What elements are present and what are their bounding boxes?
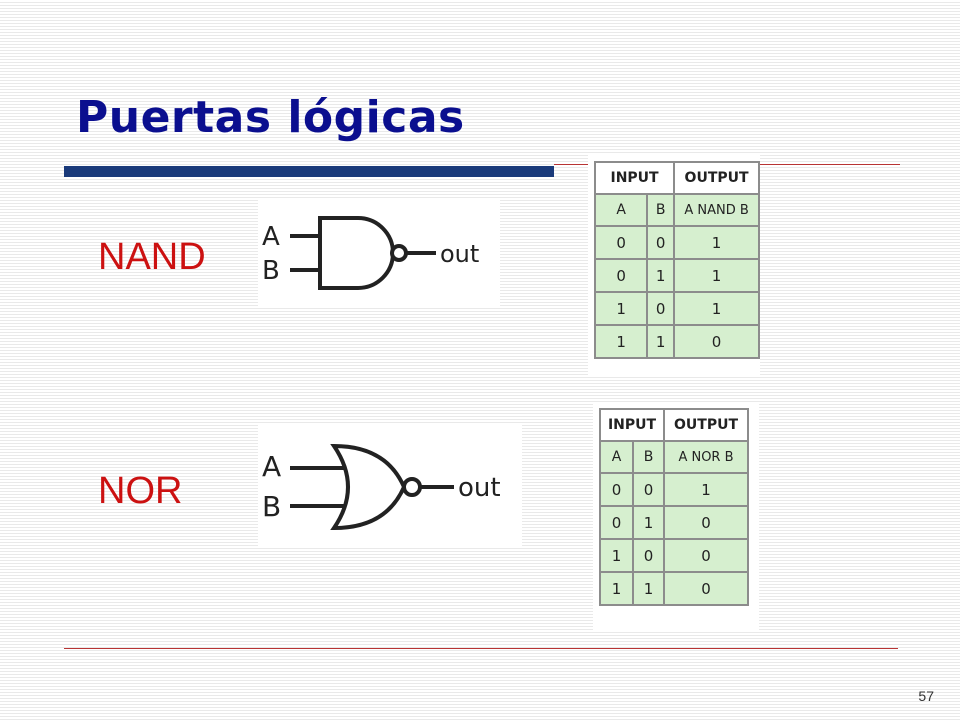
nand-row: 0 0 1 — [593, 225, 760, 260]
nand-row: 1 1 0 — [593, 324, 760, 359]
nor-row: 0 1 0 — [599, 505, 749, 540]
footer-rule — [64, 648, 898, 649]
nand-gate-input-a: A — [262, 222, 280, 252]
nand-col-result: A NAND B — [673, 193, 760, 227]
nor-row: 1 1 0 — [599, 571, 749, 606]
nand-truth-table: INPUT OUTPUT A B A NAND B 0 0 1 0 1 1 1 … — [593, 161, 760, 359]
nand-col-a: A — [593, 193, 649, 227]
nor-cell: 1 — [599, 571, 634, 606]
nand-gate-symbol — [318, 216, 395, 290]
nand-row: 1 0 1 — [593, 291, 760, 326]
nand-cell: 1 — [673, 291, 760, 326]
nand-gate-output: out — [440, 240, 479, 268]
nand-header-input: INPUT — [593, 161, 676, 195]
nand-cell: 0 — [646, 291, 676, 326]
nand-cell: 1 — [593, 324, 649, 359]
nor-row: 1 0 0 — [599, 538, 749, 573]
nand-cell: 0 — [593, 258, 649, 293]
nand-header-output: OUTPUT — [673, 161, 760, 195]
nor-cell: 1 — [663, 472, 749, 507]
nor-cell: 0 — [663, 538, 749, 573]
nand-cell: 1 — [673, 225, 760, 260]
nand-cell: 1 — [673, 258, 760, 293]
nor-gate-input-b: B — [262, 490, 281, 523]
nand-cell: 0 — [673, 324, 760, 359]
nor-cell: 0 — [663, 505, 749, 540]
nor-header-output: OUTPUT — [663, 408, 749, 442]
nor-truth-table-panel: INPUT OUTPUT A B A NOR B 0 0 1 0 1 0 1 0… — [593, 402, 759, 630]
nand-gate-diagram: A B out — [258, 200, 500, 308]
nand-truth-table-panel: INPUT OUTPUT A B A NAND B 0 0 1 0 1 1 1 … — [588, 155, 760, 377]
nand-row: 0 1 1 — [593, 258, 760, 293]
nor-gate-input-a: A — [262, 450, 281, 483]
title-underline-bar — [64, 166, 554, 177]
nor-gate-symbol — [330, 443, 407, 531]
nand-cell: 1 — [646, 258, 676, 293]
nand-col-b: B — [646, 193, 676, 227]
nor-cell: 0 — [599, 472, 634, 507]
nand-cell: 1 — [646, 324, 676, 359]
nor-col-a: A — [599, 440, 634, 474]
nor-header-input: INPUT — [599, 408, 665, 442]
slide-title: Puertas lógicas — [76, 92, 465, 143]
nor-col-b: B — [632, 440, 665, 474]
nor-gate-diagram: A B out — [258, 424, 522, 548]
nor-row: 0 0 1 — [599, 472, 749, 507]
nor-cell: 1 — [599, 538, 634, 573]
nand-cell: 0 — [593, 225, 649, 260]
nor-truth-table: INPUT OUTPUT A B A NOR B 0 0 1 0 1 0 1 0… — [599, 408, 749, 606]
nand-cell: 1 — [593, 291, 649, 326]
nand-cell: 0 — [646, 225, 676, 260]
nor-cell: 1 — [632, 505, 665, 540]
nor-label: NOR — [98, 470, 183, 512]
nand-gate-input-b: B — [262, 256, 280, 286]
nor-gate-output: out — [458, 473, 501, 503]
nand-label: NAND — [98, 236, 206, 278]
nor-col-result: A NOR B — [663, 440, 749, 474]
nor-cell: 0 — [632, 538, 665, 573]
nor-cell: 0 — [599, 505, 634, 540]
nor-cell: 0 — [663, 571, 749, 606]
nor-cell: 0 — [632, 472, 665, 507]
page-number: 57 — [918, 688, 934, 704]
nor-cell: 1 — [632, 571, 665, 606]
